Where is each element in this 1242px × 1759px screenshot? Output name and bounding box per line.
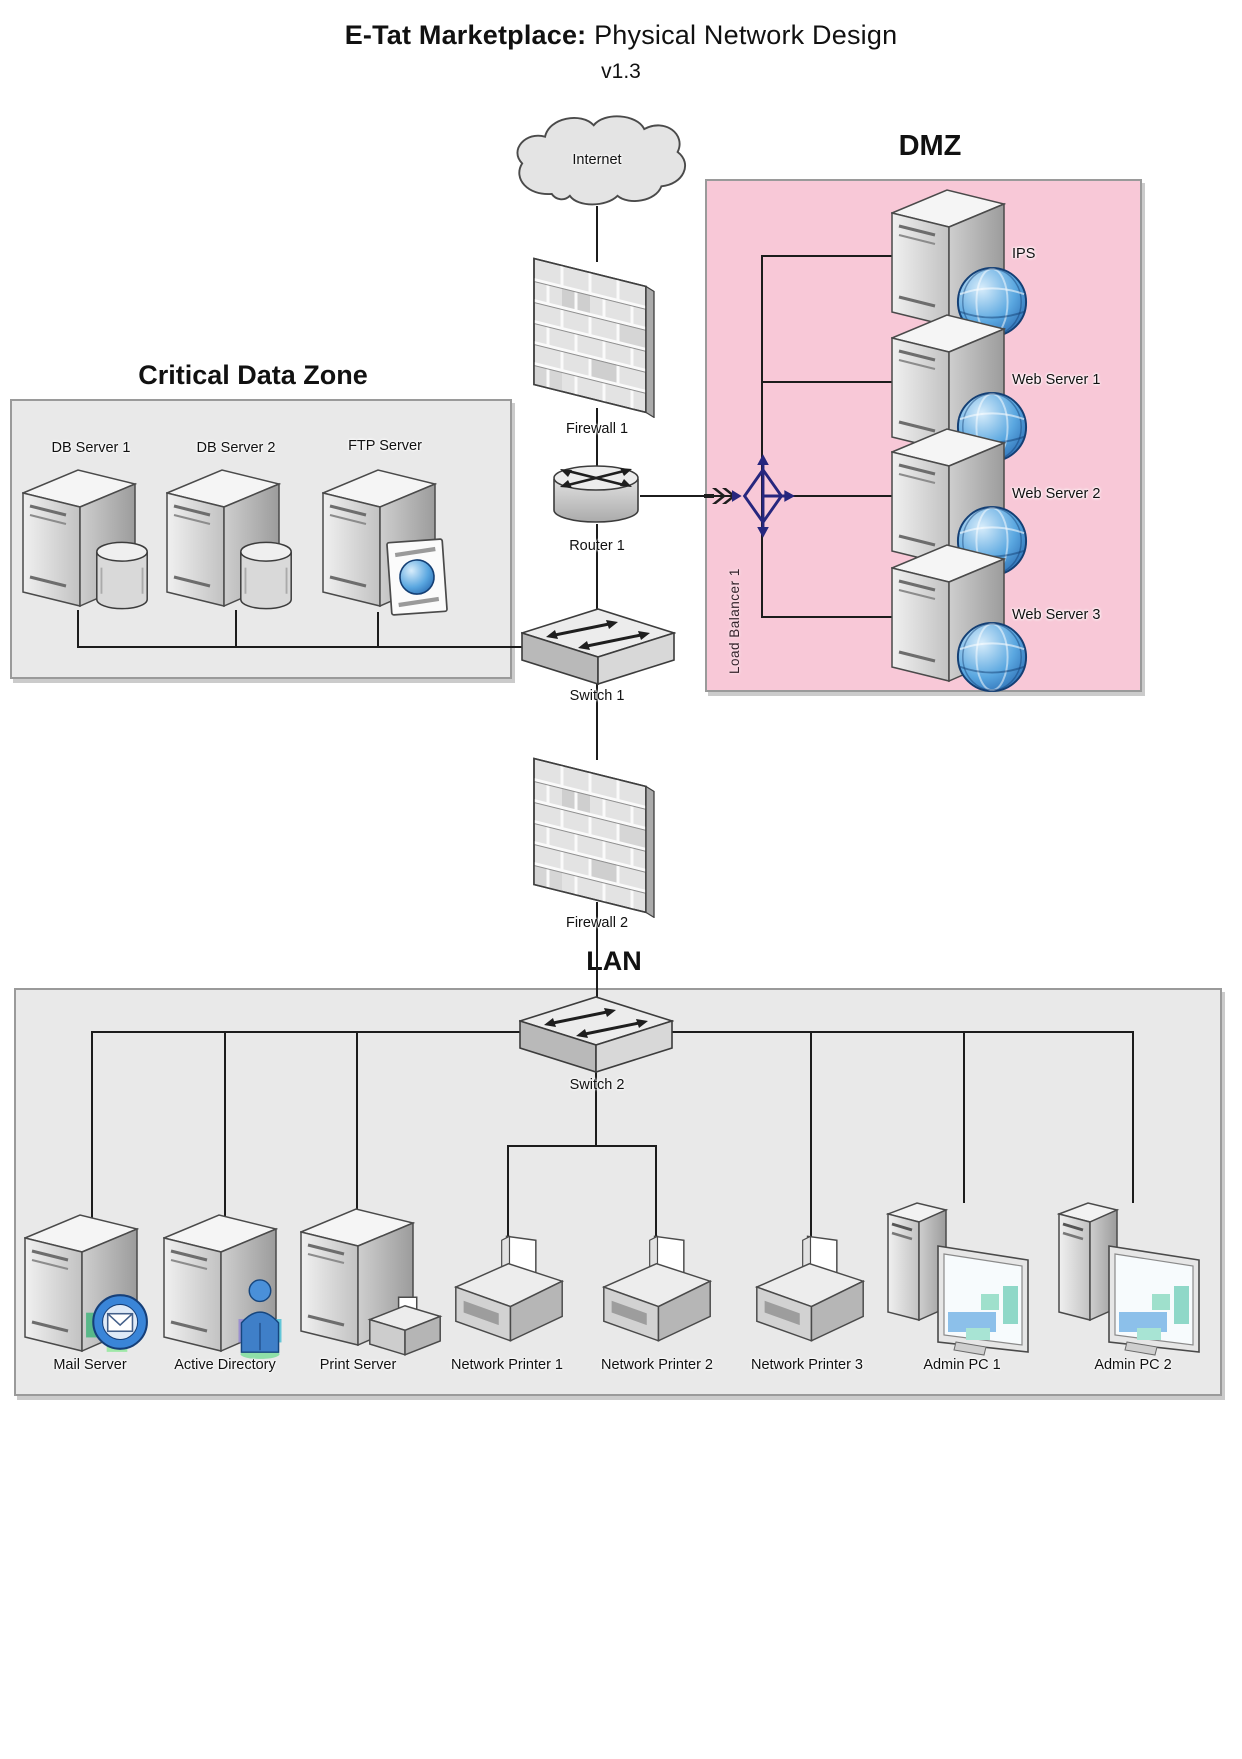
active-directory-icon	[163, 1213, 283, 1360]
active-directory-node	[163, 1208, 298, 1365]
link-firewall1-router1	[596, 408, 598, 468]
link-switch2-printerbranch	[595, 1068, 597, 1147]
network-printer1-node	[448, 1230, 570, 1355]
load-balancer-label: Load Balancer 1	[727, 568, 742, 674]
link-bus-webserver1	[761, 381, 893, 383]
admin-pc1-node	[886, 1194, 1036, 1364]
admin-pc-icon	[886, 1194, 1036, 1359]
link-printer3-bus	[810, 1031, 812, 1261]
switch-icon	[521, 607, 676, 687]
internet-label: Internet	[572, 152, 622, 168]
active-directory-label: Active Directory	[174, 1357, 276, 1373]
admin-pc-icon	[1057, 1194, 1207, 1359]
link-ftpserver-bus	[377, 612, 379, 648]
link-printer1-branch	[507, 1145, 509, 1263]
switch-icon	[519, 995, 674, 1075]
mail-server-icon	[24, 1213, 148, 1353]
link-bus-webserver3	[761, 616, 893, 618]
link-dmz-bus	[761, 256, 763, 618]
switch2-label: Switch 2	[569, 1077, 625, 1093]
link-cdz-bus	[77, 646, 529, 648]
link-printerbranch	[507, 1145, 656, 1147]
link-switch1-firewall2	[596, 680, 598, 760]
firewall-icon	[532, 756, 667, 918]
print-server-icon	[300, 1207, 442, 1356]
web-server2-label: Web Server 2	[1012, 486, 1101, 502]
mail-server-label: Mail Server	[53, 1357, 127, 1373]
link-internet-firewall1	[596, 206, 598, 262]
db-server-icon	[166, 468, 293, 610]
link-mailserver-bus	[91, 1031, 93, 1221]
page-title: E-Tat Marketplace: Physical Network Desi…	[0, 20, 1242, 51]
critical-data-zone-title: Critical Data Zone	[138, 360, 368, 390]
db-server2-node	[166, 463, 294, 620]
link-router1-switch1	[596, 524, 598, 612]
firewall1-node	[532, 256, 667, 423]
admin-pc1-label: Admin PC 1	[923, 1357, 1001, 1373]
page-title-version: v1.3	[601, 60, 641, 83]
ips-label: IPS	[1012, 246, 1036, 262]
firewall2-label: Firewall 2	[565, 915, 629, 931]
firewall2-node	[532, 756, 667, 923]
link-bus-ips	[761, 255, 893, 257]
link-dbserver1-bus	[77, 610, 79, 648]
network-printer-icon	[596, 1230, 718, 1350]
admin-pc2-node	[1057, 1194, 1207, 1364]
link-printserver-bus	[356, 1031, 358, 1213]
link-adminpc1-bus	[963, 1031, 965, 1203]
web-server3-label: Web Server 3	[1012, 607, 1101, 623]
network-printer1-label: Network Printer 1	[450, 1357, 563, 1373]
link-firewall2-switch2	[596, 902, 598, 1000]
db-server2-label: DB Server 2	[196, 440, 276, 456]
link-router1-loadbalancer	[640, 495, 736, 497]
firewall1-label: Firewall 1	[565, 421, 629, 437]
network-printer3-label: Network Printer 3	[750, 1357, 863, 1373]
link-printer2-branch	[655, 1145, 657, 1263]
router-icon	[550, 462, 642, 528]
web-server1-label: Web Server 1	[1012, 372, 1101, 388]
switch1-label: Switch 1	[569, 688, 625, 704]
print-server-label: Print Server	[319, 1357, 397, 1373]
link-adminpc2-bus	[1132, 1031, 1134, 1203]
dmz-title: DMZ	[898, 130, 962, 162]
network-printer3-node	[749, 1230, 871, 1355]
router1-label: Router 1	[569, 538, 625, 554]
link-bus-webserver2	[761, 495, 893, 497]
switch2-node	[519, 995, 674, 1080]
page-title-rest: Physical Network Design	[586, 20, 898, 50]
network-printer2-label: Network Printer 2	[600, 1357, 713, 1373]
page-title-brand: E-Tat Marketplace:	[344, 20, 587, 50]
network-printer-icon	[448, 1230, 570, 1350]
ftp-server-node	[322, 463, 452, 625]
link-dbserver2-bus	[235, 610, 237, 648]
link-activedirectory-bus	[224, 1031, 226, 1221]
web-server-icon	[891, 543, 1028, 693]
switch1-node	[521, 607, 676, 692]
firewall-icon	[532, 256, 667, 418]
print-server-node	[300, 1202, 450, 1363]
router1-node	[550, 462, 642, 533]
network-printer-icon	[749, 1230, 871, 1350]
web-server3-node	[891, 538, 1031, 701]
db-server1-label: DB Server 1	[51, 440, 131, 456]
mail-server-node	[24, 1208, 159, 1363]
network-printer2-node	[596, 1230, 718, 1355]
db-server1-node	[22, 463, 150, 620]
db-server-icon	[22, 468, 149, 610]
ftp-server-icon	[322, 468, 452, 620]
admin-pc2-label: Admin PC 2	[1094, 1357, 1172, 1373]
ftp-server-label: FTP Server	[348, 438, 422, 454]
lan-title: LAN	[586, 946, 642, 976]
